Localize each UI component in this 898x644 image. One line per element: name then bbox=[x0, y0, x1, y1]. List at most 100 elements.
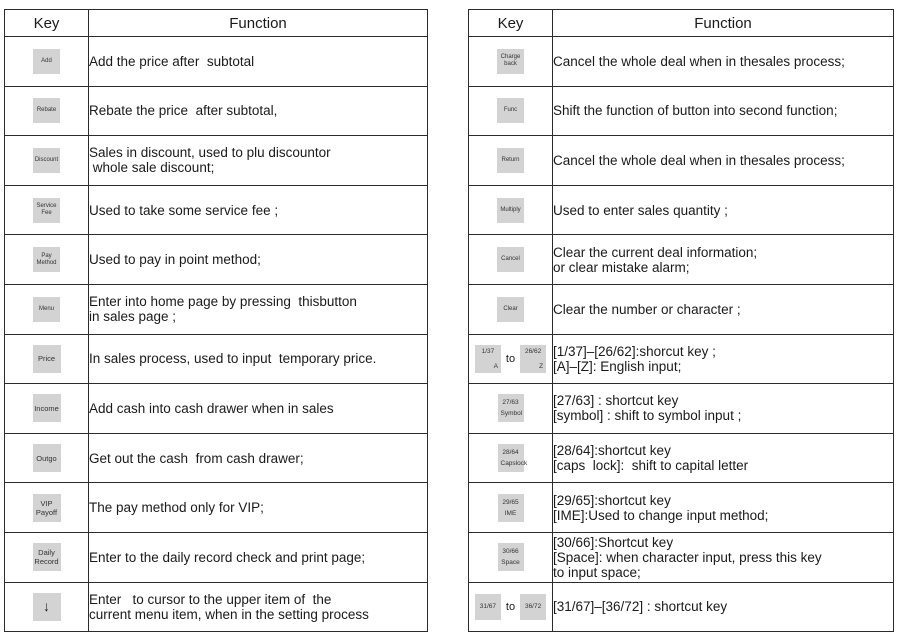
function-description: Rebate the price after subtotal, bbox=[88, 85, 428, 137]
function-text-line: Cancel the whole deal when in thesales p… bbox=[553, 152, 845, 168]
key-cell: Cancel bbox=[468, 234, 553, 285]
key-cell: Func bbox=[468, 85, 553, 137]
function-description: Cancel the whole deal when in thesales p… bbox=[552, 135, 894, 186]
range-to-label: to bbox=[505, 600, 516, 613]
function-text-line: [A]–[Z]: English input; bbox=[553, 358, 682, 374]
key-button: Multiply bbox=[497, 197, 524, 223]
function-text-line: In sales process, used to input temporar… bbox=[89, 351, 377, 367]
key-cell: Discount bbox=[4, 135, 89, 186]
down-arrow-icon: ↓ bbox=[43, 598, 50, 615]
key-cell: Income bbox=[4, 383, 89, 434]
function-text-line: [caps lock]: shift to capital letter bbox=[553, 458, 749, 474]
key-cell: Add bbox=[4, 36, 89, 87]
key-button: Discount bbox=[33, 147, 60, 173]
function-text-line: [29/65]:shortcut key bbox=[553, 492, 671, 508]
function-text-line: Clear the number or character ; bbox=[553, 301, 741, 317]
key-column-header: Key bbox=[468, 9, 553, 37]
function-description: The pay method only for VIP; bbox=[88, 482, 428, 533]
function-text-line: [Space]: when character input, press thi… bbox=[553, 549, 822, 565]
table-row: Rebate Rebate the price after subtotal, bbox=[4, 85, 428, 137]
key-label: Service bbox=[36, 203, 57, 210]
table-row: Price In sales process, used to input tem… bbox=[4, 333, 428, 385]
key-cell: Outgo bbox=[4, 432, 89, 484]
function-column-header: Function bbox=[88, 9, 428, 37]
function-description: Sales in discount, used to plu discounto… bbox=[88, 135, 428, 186]
key-label: Rebate bbox=[36, 107, 57, 114]
key-label: 1/37 bbox=[481, 347, 495, 355]
key-label: IME bbox=[504, 509, 517, 517]
key-label: Charge bbox=[500, 54, 521, 61]
function-description: In sales process, used to input temporar… bbox=[88, 333, 428, 385]
function-text-line: Enter to cursor to the upper item of the bbox=[89, 591, 332, 607]
key-label: A bbox=[493, 362, 498, 370]
key-label: Z bbox=[539, 362, 544, 370]
function-description: Clear the number or character ; bbox=[552, 283, 894, 335]
key-label: 36/72 bbox=[524, 603, 542, 611]
key-label: Cancel bbox=[501, 256, 520, 263]
function-text-line: Get out the cash from cash drawer; bbox=[89, 450, 304, 466]
key-label: 26/62 bbox=[524, 347, 542, 355]
key-button: Menu bbox=[33, 296, 60, 322]
key-label: Capslock bbox=[500, 460, 528, 468]
function-text-line: Add the price after subtotal bbox=[89, 53, 255, 69]
key-cell: Menu bbox=[4, 283, 89, 335]
key-cell: Return bbox=[468, 135, 553, 186]
key-column-header: Key bbox=[4, 9, 89, 37]
key-label: Discount bbox=[34, 156, 59, 163]
key-cell: Rebate bbox=[4, 85, 89, 137]
function-text-line: Add cash into cash drawer when in sales bbox=[89, 400, 334, 416]
function-description: Add the price after subtotal bbox=[88, 36, 428, 87]
table-row: Outgo Get out the cash from cash drawer; bbox=[4, 432, 428, 484]
key-button-end: 36/72 bbox=[520, 593, 547, 620]
function-description: [29/65]:shortcut key[IME]:Used to change… bbox=[552, 482, 894, 533]
key-label: Outgo bbox=[36, 453, 57, 463]
key-cell: ↓ bbox=[4, 581, 89, 633]
table-row: Return Cancel the whole deal when in thes… bbox=[468, 135, 894, 186]
function-text-line: [IME]:Used to change input method; bbox=[553, 507, 769, 523]
table-row: Discount Sales in discount, used to plu d… bbox=[4, 135, 428, 186]
function-description: Add cash into cash drawer when in sales bbox=[88, 383, 428, 434]
function-text-line: or clear mistake alarm; bbox=[553, 259, 690, 275]
key-label: Space bbox=[501, 559, 520, 567]
function-text-line: Used to pay in point method; bbox=[89, 252, 261, 268]
function-text-line: in sales page ; bbox=[89, 309, 177, 325]
key-label: Func bbox=[503, 107, 518, 114]
key-label: Price bbox=[37, 354, 56, 364]
key-button: Add bbox=[33, 48, 60, 74]
key-button: Return bbox=[497, 147, 524, 173]
key-label: VIP bbox=[40, 498, 53, 508]
function-description: [28/64]:shortcut key[caps lock]: shift t… bbox=[552, 432, 894, 484]
key-label: 29/65 bbox=[502, 498, 519, 506]
function-text-line: Rebate the price after subtotal, bbox=[89, 103, 278, 119]
function-text-line: [27/63] : shortcut key bbox=[553, 393, 679, 409]
function-column-header: Function bbox=[552, 9, 894, 37]
key-label: back bbox=[504, 61, 517, 68]
function-text-line: Enter into home page by pressing thisbut… bbox=[89, 294, 357, 310]
key-label: Add bbox=[41, 57, 52, 64]
function-text-line: current menu item, when in the setting p… bbox=[89, 606, 369, 622]
table-row: ↓ Enter to cursor to the upper item of th… bbox=[4, 581, 428, 633]
